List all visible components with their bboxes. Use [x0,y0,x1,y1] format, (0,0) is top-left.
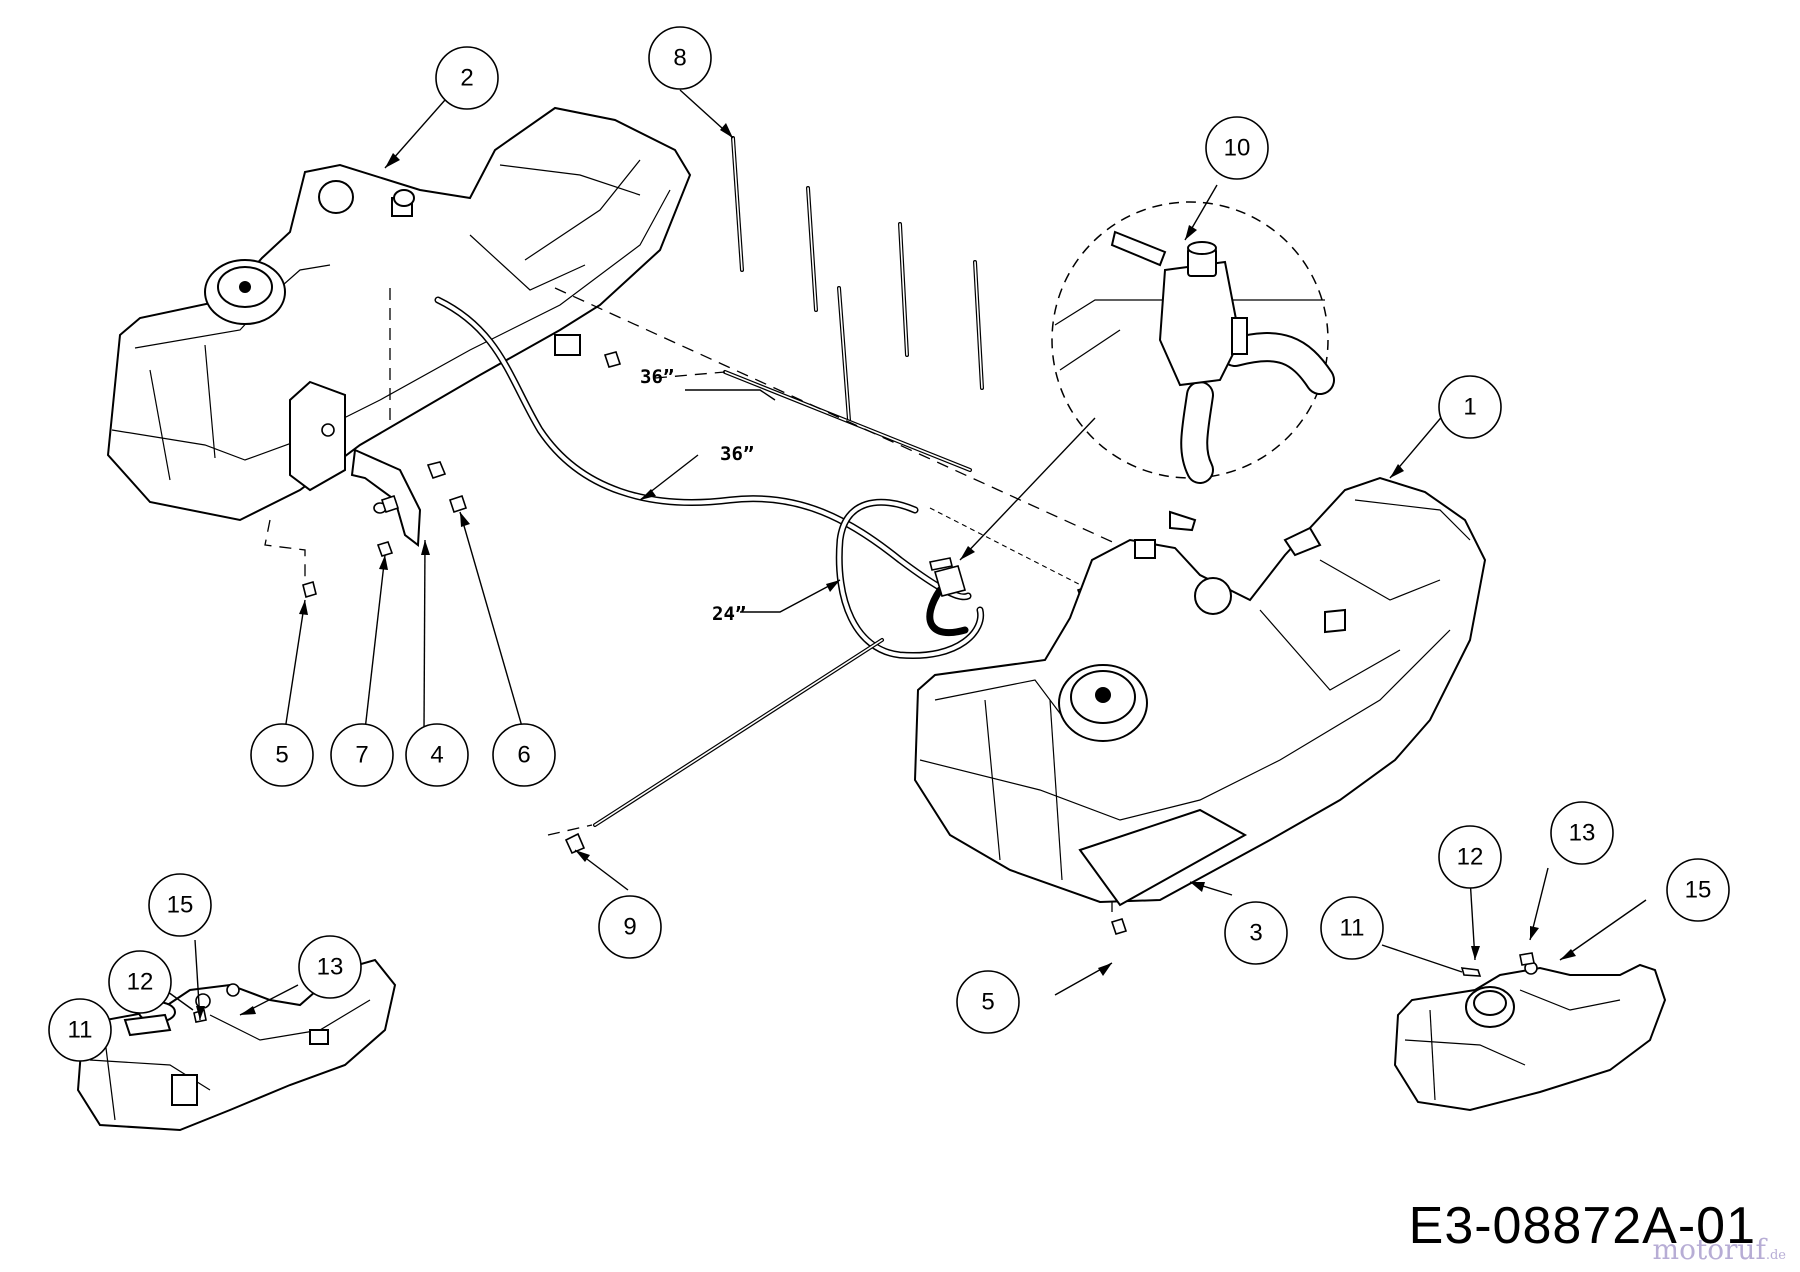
svg-text:7: 7 [355,742,368,769]
svg-text:10: 10 [1224,135,1251,162]
svg-text:6: 6 [517,742,530,769]
drawing-code: E3-08872A-01 [1408,1197,1756,1255]
callout-8: 8 [648,26,712,90]
valve-detail-view [1051,201,1335,484]
svg-text:4: 4 [430,742,443,769]
fuel-tank-left [106,106,692,522]
callout-12-left: 12 [108,950,172,1014]
watermark-brand: motoruf [1652,1233,1766,1266]
label-hose-24: 24” [712,603,746,625]
callout-13-right: 13 [1550,801,1614,865]
svg-text:8: 8 [673,45,686,72]
svg-text:5: 5 [275,742,288,769]
fuel-tank-right [913,476,1487,907]
label-hose-36: 36” [720,443,754,465]
callout-11-right: 11 [1320,896,1384,960]
svg-text:3: 3 [1249,920,1262,947]
svg-text:1: 1 [1463,394,1476,421]
svg-text:13: 13 [1569,820,1596,847]
watermark-logo: motoruf.de [1653,1233,1786,1266]
callout-2: 2 [435,46,499,110]
svg-text:11: 11 [68,1017,93,1044]
callout-5-right: 5 [956,970,1020,1034]
callout-1: 1 [1438,375,1502,439]
callout-3: 3 [1224,901,1288,965]
assembly-lines [264,287,1131,918]
leader-lines [127,89,1647,1021]
label-rod-36: 36” [640,366,674,388]
fuel-tank-variant-right [1393,952,1667,1112]
callout-5-left: 5 [250,723,314,787]
svg-text:2: 2 [460,65,473,92]
fuel-shutoff-valve [929,557,966,597]
mounting-hardware [302,351,1128,935]
fuel-hose [434,296,985,660]
svg-text:11: 11 [1340,915,1365,942]
callout-10: 10 [1205,116,1269,180]
mounting-bracket [350,448,422,547]
callout-12-right: 12 [1438,825,1502,889]
svg-text:12: 12 [127,969,154,996]
callout-9: 9 [598,895,662,959]
fuel-line-lower [564,638,884,855]
svg-text:12: 12 [1457,844,1484,871]
svg-text:5: 5 [981,989,994,1016]
svg-text:9: 9 [623,914,636,941]
callout-4: 4 [405,723,469,787]
callout-6: 6 [492,723,556,787]
svg-text:15: 15 [167,892,194,919]
callout-13-left: 13 [298,935,362,999]
callout-15-right: 15 [1666,858,1730,922]
callout-7: 7 [330,723,394,787]
callout-15-left: 15 [148,873,212,937]
cable-ties [731,136,984,422]
svg-text:15: 15 [1685,877,1712,904]
svg-text:13: 13 [317,954,344,981]
watermark-tld: .de [1765,1248,1786,1263]
callout-11-left: 11 [48,998,112,1062]
